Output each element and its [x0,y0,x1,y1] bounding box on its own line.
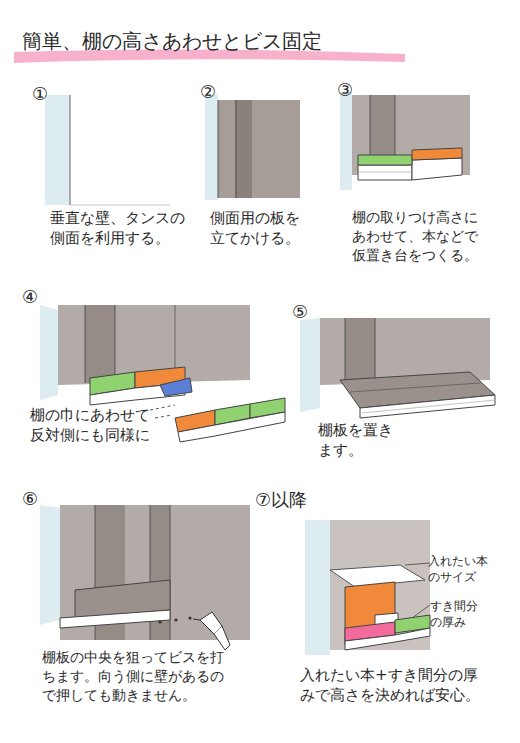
board-sketch [205,95,300,200]
size-sketch [305,520,430,655]
screw-sketch [40,505,250,650]
wall-sketch [45,95,170,205]
page-title: 簡単、棚の高さあわせとビス固定 [22,28,442,55]
callout-text: 入れたい本のサイズ [428,553,492,585]
step-text: 垂直な壁、タンスの側面を利用する。 [50,208,190,249]
books-sketch [340,92,470,190]
callout-text: すき間分の厚み [430,598,482,630]
step-text: 棚板を置きます。 [318,420,398,461]
step-text: 棚板の中央を狙ってビスを打ちます。向う側に壁があるので押しても動きません。 [42,648,224,705]
shelf-sketch [300,318,495,418]
step-number: ⑥ [22,487,56,511]
step-number: ② [200,80,234,104]
step-number: ⑦以降 [255,488,345,512]
step-text: 棚の取りつけ高さにあわせて、本などで仮置き台をつくる。 [352,208,482,265]
step-text: 側面用の板を立てかける。 [210,208,306,249]
step-number: ⑤ [292,300,326,324]
step-number: ④ [22,285,56,309]
step-number: ③ [337,78,371,102]
step-number: ① [32,82,66,106]
step-text: 入れたい本+すき間分の厚みで高さを決めれば安心。 [300,665,486,706]
step-text: 棚の巾にあわせて反対側にも同様に [30,405,156,446]
